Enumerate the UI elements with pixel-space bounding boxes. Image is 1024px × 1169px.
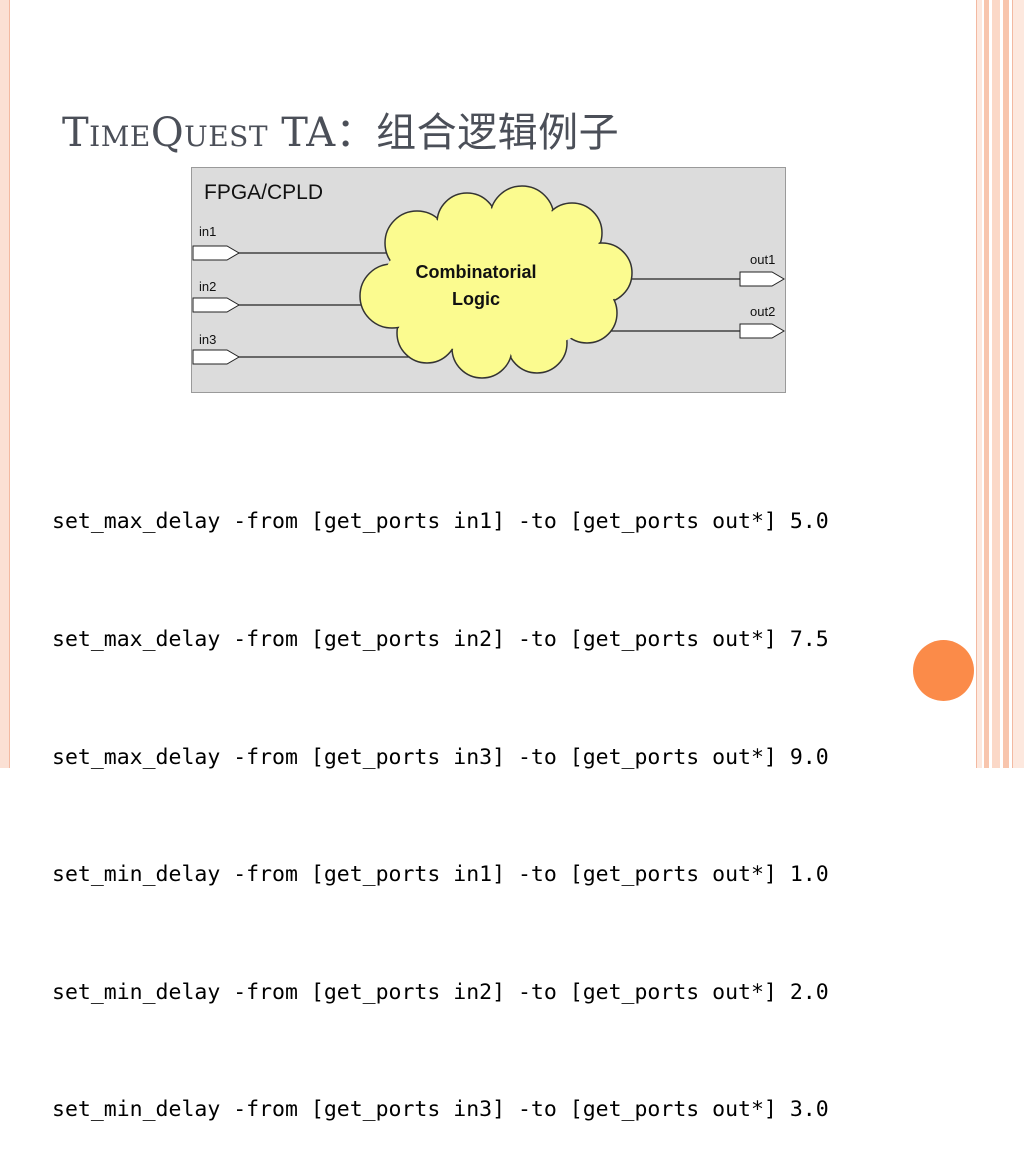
- right-border-stripe: [1003, 0, 1009, 768]
- code-line: set_max_delay -from [get_ports in1] -to …: [52, 509, 829, 535]
- output-port-out2: [739, 323, 785, 339]
- output-label-out2: out2: [750, 304, 775, 319]
- cloud-label-line1: Combinatorial: [415, 262, 536, 282]
- diagram-svg: FPGA/CPLD in1 in2 in3 out1 out2: [192, 181, 785, 379]
- right-border-stripe: [984, 0, 989, 768]
- decorative-orange-circle: [913, 640, 974, 701]
- code-line: set_min_delay -from [get_ports in1] -to …: [52, 862, 829, 888]
- input-port-in3: [192, 349, 240, 365]
- sdc-constraints-code: set_max_delay -from [get_ports in1] -to …: [52, 424, 829, 1169]
- title-prefix: TimeQuest: [62, 110, 269, 156]
- input-label-in2: in2: [199, 279, 216, 294]
- fpga-box-label: FPGA/CPLD: [204, 181, 323, 204]
- input-port-in1: [192, 245, 240, 261]
- input-port-in2: [192, 297, 240, 313]
- code-line: set_min_delay -from [get_ports in2] -to …: [52, 979, 829, 1005]
- right-border-stripe: [976, 0, 982, 768]
- code-line: set_max_delay -from [get_ports in2] -to …: [52, 627, 829, 652]
- slide-title: TimeQuest TA：组合逻辑例子: [62, 100, 619, 158]
- combinatorial-logic-cloud: [359, 185, 633, 379]
- input-label-in1: in1: [199, 224, 216, 239]
- input-label-in3: in3: [199, 332, 216, 347]
- fpga-diagram: FPGA/CPLD in1 in2 in3 out1 out2: [191, 167, 786, 393]
- title-rest: TA：组合逻辑例子: [268, 110, 620, 156]
- code-line: set_max_delay -from [get_ports in3] -to …: [52, 744, 829, 770]
- right-border-stripe: [992, 0, 1000, 768]
- output-port-out1: [739, 271, 785, 287]
- left-border-decoration: [0, 0, 10, 768]
- code-line: set_min_delay -from [get_ports in3] -to …: [52, 1097, 829, 1123]
- cloud-label-line2: Logic: [452, 289, 500, 309]
- right-border-stripe: [1012, 0, 1024, 768]
- output-label-out1: out1: [750, 252, 775, 267]
